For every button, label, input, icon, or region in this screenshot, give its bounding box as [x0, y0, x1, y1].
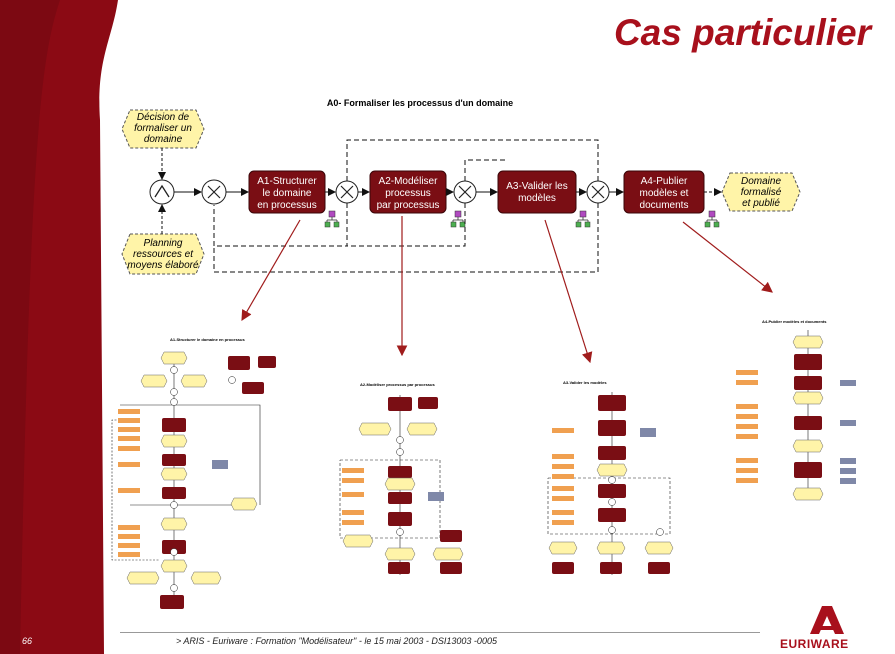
svg-text:A4-Publier modèles et document: A4-Publier modèles et documents: [762, 319, 827, 324]
xor-connector-1: [201, 179, 227, 205]
svg-text:par processus: par processus: [377, 200, 440, 211]
xor-connector-2: [335, 180, 359, 204]
svg-text:moyens élaboré: moyens élaboré: [127, 260, 199, 271]
svg-text:A3-Valider les: A3-Valider les: [506, 181, 568, 192]
svg-text:Planning: Planning: [144, 238, 183, 249]
event-planning: Planning ressources et moyens élaboré: [121, 233, 205, 275]
svg-text:modèles: modèles: [518, 193, 556, 204]
svg-text:Domaine: Domaine: [741, 176, 781, 187]
svg-text:et publié: et publié: [742, 198, 780, 209]
svg-text:A4-Publier: A4-Publier: [641, 176, 688, 187]
svg-text:processus: processus: [385, 188, 431, 199]
function-a1: A1-Structurer le domaine en processus: [248, 170, 326, 214]
org-unit-icon: [704, 210, 720, 228]
svg-text:A2-Modéliser: A2-Modéliser: [379, 176, 439, 187]
event-domaine-publie: Domaine formalisé et publié: [721, 172, 801, 212]
and-connector: [149, 179, 175, 205]
euriware-logo: [810, 606, 844, 634]
svg-text:domaine: domaine: [144, 134, 183, 145]
function-a3: A3-Valider les modèles: [497, 170, 577, 214]
event-decision: Décision de formaliser un domaine: [121, 109, 205, 149]
org-unit-icon: [324, 210, 340, 228]
subdiagram-a3: A3-Valider les modèles: [547, 380, 674, 575]
footer-divider: [120, 632, 760, 633]
org-unit-icon: [575, 210, 591, 228]
left-decorative-band: [0, 0, 118, 654]
subdiagram-a4: A4-Publier modèles et documents: [736, 319, 856, 501]
page-number: 66: [22, 636, 33, 646]
slide-title: Cas particulier: [613, 12, 871, 53]
org-unit-icon: [450, 210, 466, 228]
svg-text:A3-Valider les modèles: A3-Valider les modèles: [563, 380, 607, 385]
svg-text:le domaine: le domaine: [263, 188, 312, 199]
subdiagram-a1: A1-Structurer le domaine en processus: [111, 337, 276, 609]
xor-connector-3: [453, 180, 477, 204]
subdiagram-a2: A2-Modéliser processus par processus: [339, 382, 464, 575]
svg-text:A1-Structurer le domaine en pr: A1-Structurer le domaine en processus: [170, 337, 245, 342]
detail-pointers: [241, 216, 773, 364]
svg-text:A2-Modéliser processus par pro: A2-Modéliser processus par processus: [360, 382, 435, 387]
function-a2: A2-Modéliser processus par processus: [369, 170, 447, 214]
svg-text:formalisé: formalisé: [741, 187, 782, 198]
svg-text:Décision de: Décision de: [137, 112, 190, 123]
xor-connector-4: [586, 180, 610, 204]
svg-text:formaliser un: formaliser un: [134, 123, 192, 134]
svg-text:en processus: en processus: [257, 200, 316, 211]
svg-text:documents: documents: [640, 200, 689, 211]
svg-text:A1-Structurer: A1-Structurer: [257, 176, 317, 187]
logo-text: EURIWARE: [780, 637, 849, 651]
feedback-loops: [213, 139, 599, 273]
function-a4: A4-Publier modèles et documents: [623, 170, 705, 214]
svg-text:ressources et: ressources et: [133, 249, 194, 260]
svg-text:modèles et: modèles et: [640, 188, 689, 199]
main-flow: [158, 148, 722, 234]
footer-text: > ARIS - Euriware : Formation "Modélisat…: [176, 636, 497, 646]
diagram-title: A0- Formaliser les processus d'un domain…: [327, 98, 513, 108]
